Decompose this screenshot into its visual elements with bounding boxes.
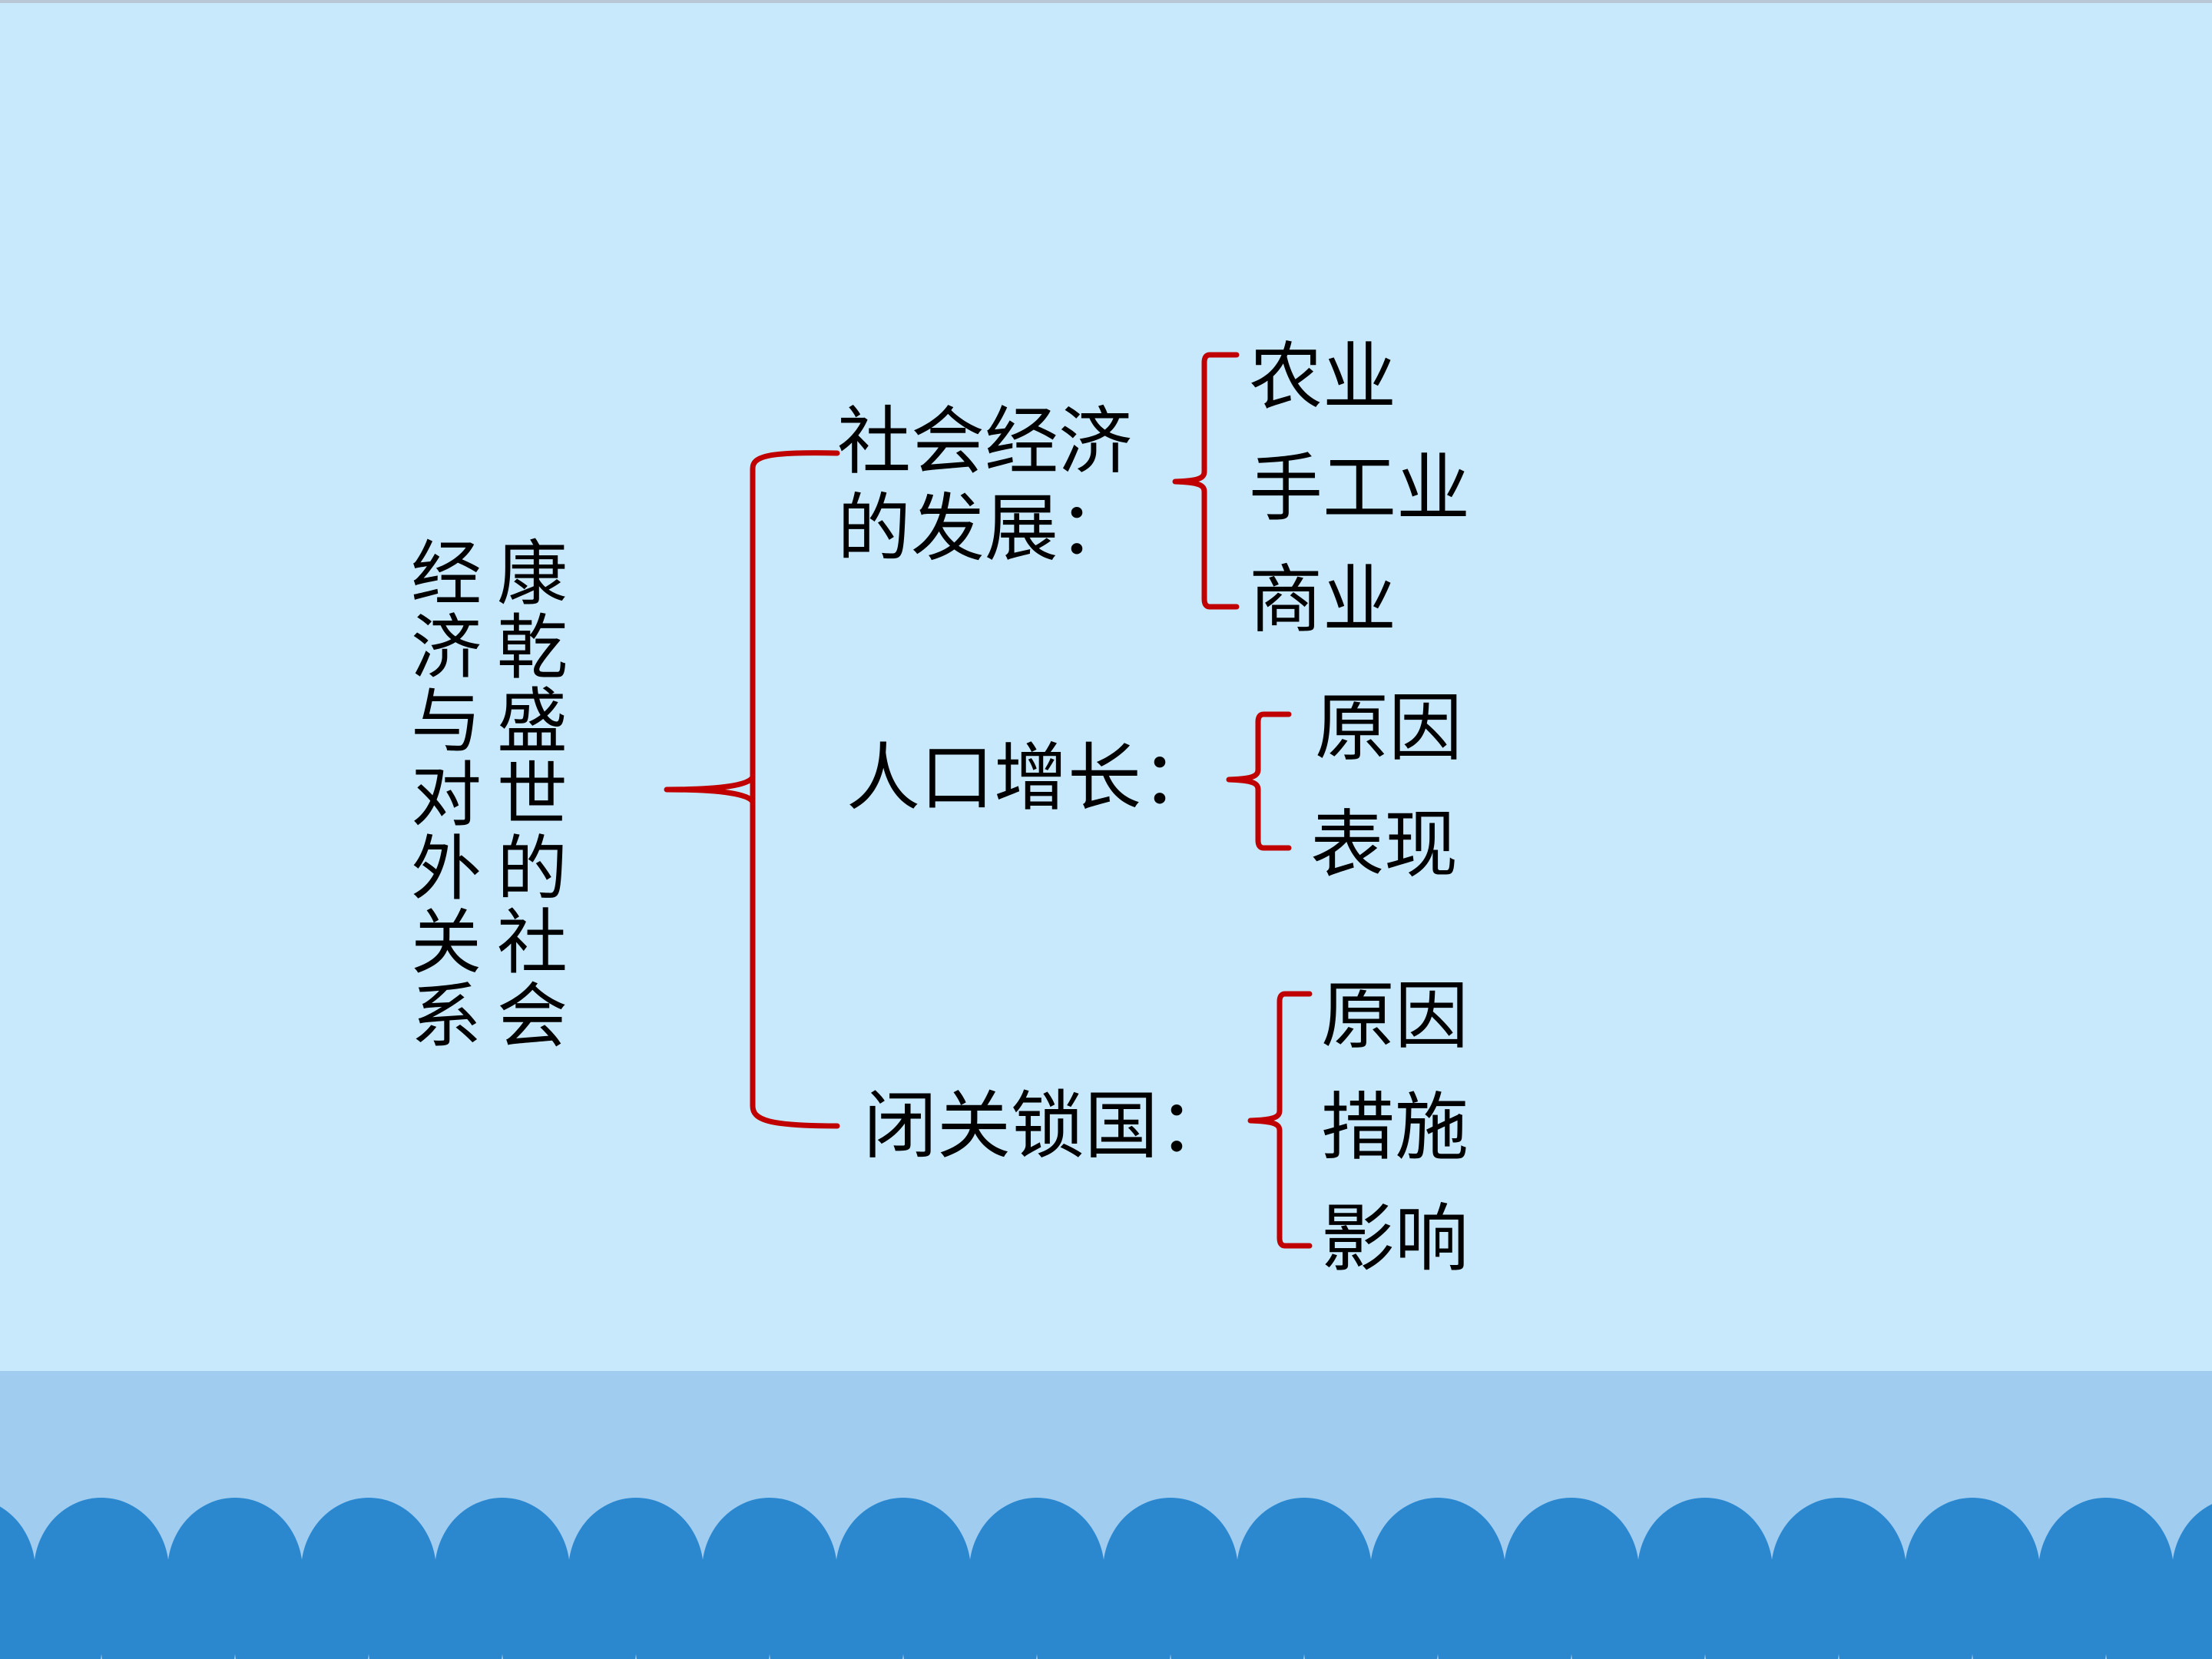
population-bracket — [1226, 711, 1292, 851]
title-column-1: 康乾盛世的社会 — [496, 533, 568, 1058]
wave-scale — [368, 1570, 503, 1659]
wave-scale — [1972, 1570, 2107, 1659]
economy-item-commerce: 商业 — [1249, 557, 1396, 643]
wave-scale — [1437, 1570, 1572, 1659]
brackets — [664, 352, 1313, 1249]
economy-label-line2: 的发展： — [837, 485, 1132, 571]
economy-label-line1: 社会经济 — [837, 399, 1132, 485]
population-label: 人口增长： — [846, 735, 1215, 821]
closed-door-label: 闭关锁国： — [863, 1083, 1232, 1169]
wave-scale — [2105, 1570, 2212, 1659]
wave-scale — [1704, 1570, 1839, 1659]
closed-door-bracket — [1247, 991, 1313, 1249]
wave-scale — [1571, 1570, 1706, 1659]
closed-door-item-measures: 措施 — [1321, 1084, 1469, 1171]
wave-scale — [1303, 1570, 1439, 1659]
wave-pattern — [0, 1497, 2212, 1659]
economy-bracket — [1172, 352, 1240, 610]
wave-scale — [1170, 1570, 1305, 1659]
wave-scale — [101, 1570, 236, 1659]
top-rule — [0, 0, 2212, 3]
population-item-manifestation: 表现 — [1310, 802, 1458, 888]
closed-door-item-impact: 影响 — [1321, 1196, 1469, 1282]
title-column-2: 经济与对外关系 — [410, 533, 482, 1058]
closed-door-item-cause: 原因 — [1321, 973, 1469, 1059]
wave-scale — [502, 1570, 637, 1659]
population-item-cause: 原因 — [1315, 685, 1462, 771]
wave-scale — [769, 1570, 904, 1659]
wave-scale — [1838, 1570, 1973, 1659]
main-bracket — [664, 450, 840, 1129]
wave-scale — [0, 1570, 102, 1659]
economy-item-handicraft: 手工业 — [1249, 445, 1470, 531]
economy-item-agriculture: 农业 — [1249, 334, 1396, 420]
wave-scale — [902, 1570, 1038, 1659]
wave-scale — [1036, 1570, 1171, 1659]
wave-scale — [234, 1570, 369, 1659]
wave-scale — [635, 1570, 770, 1659]
